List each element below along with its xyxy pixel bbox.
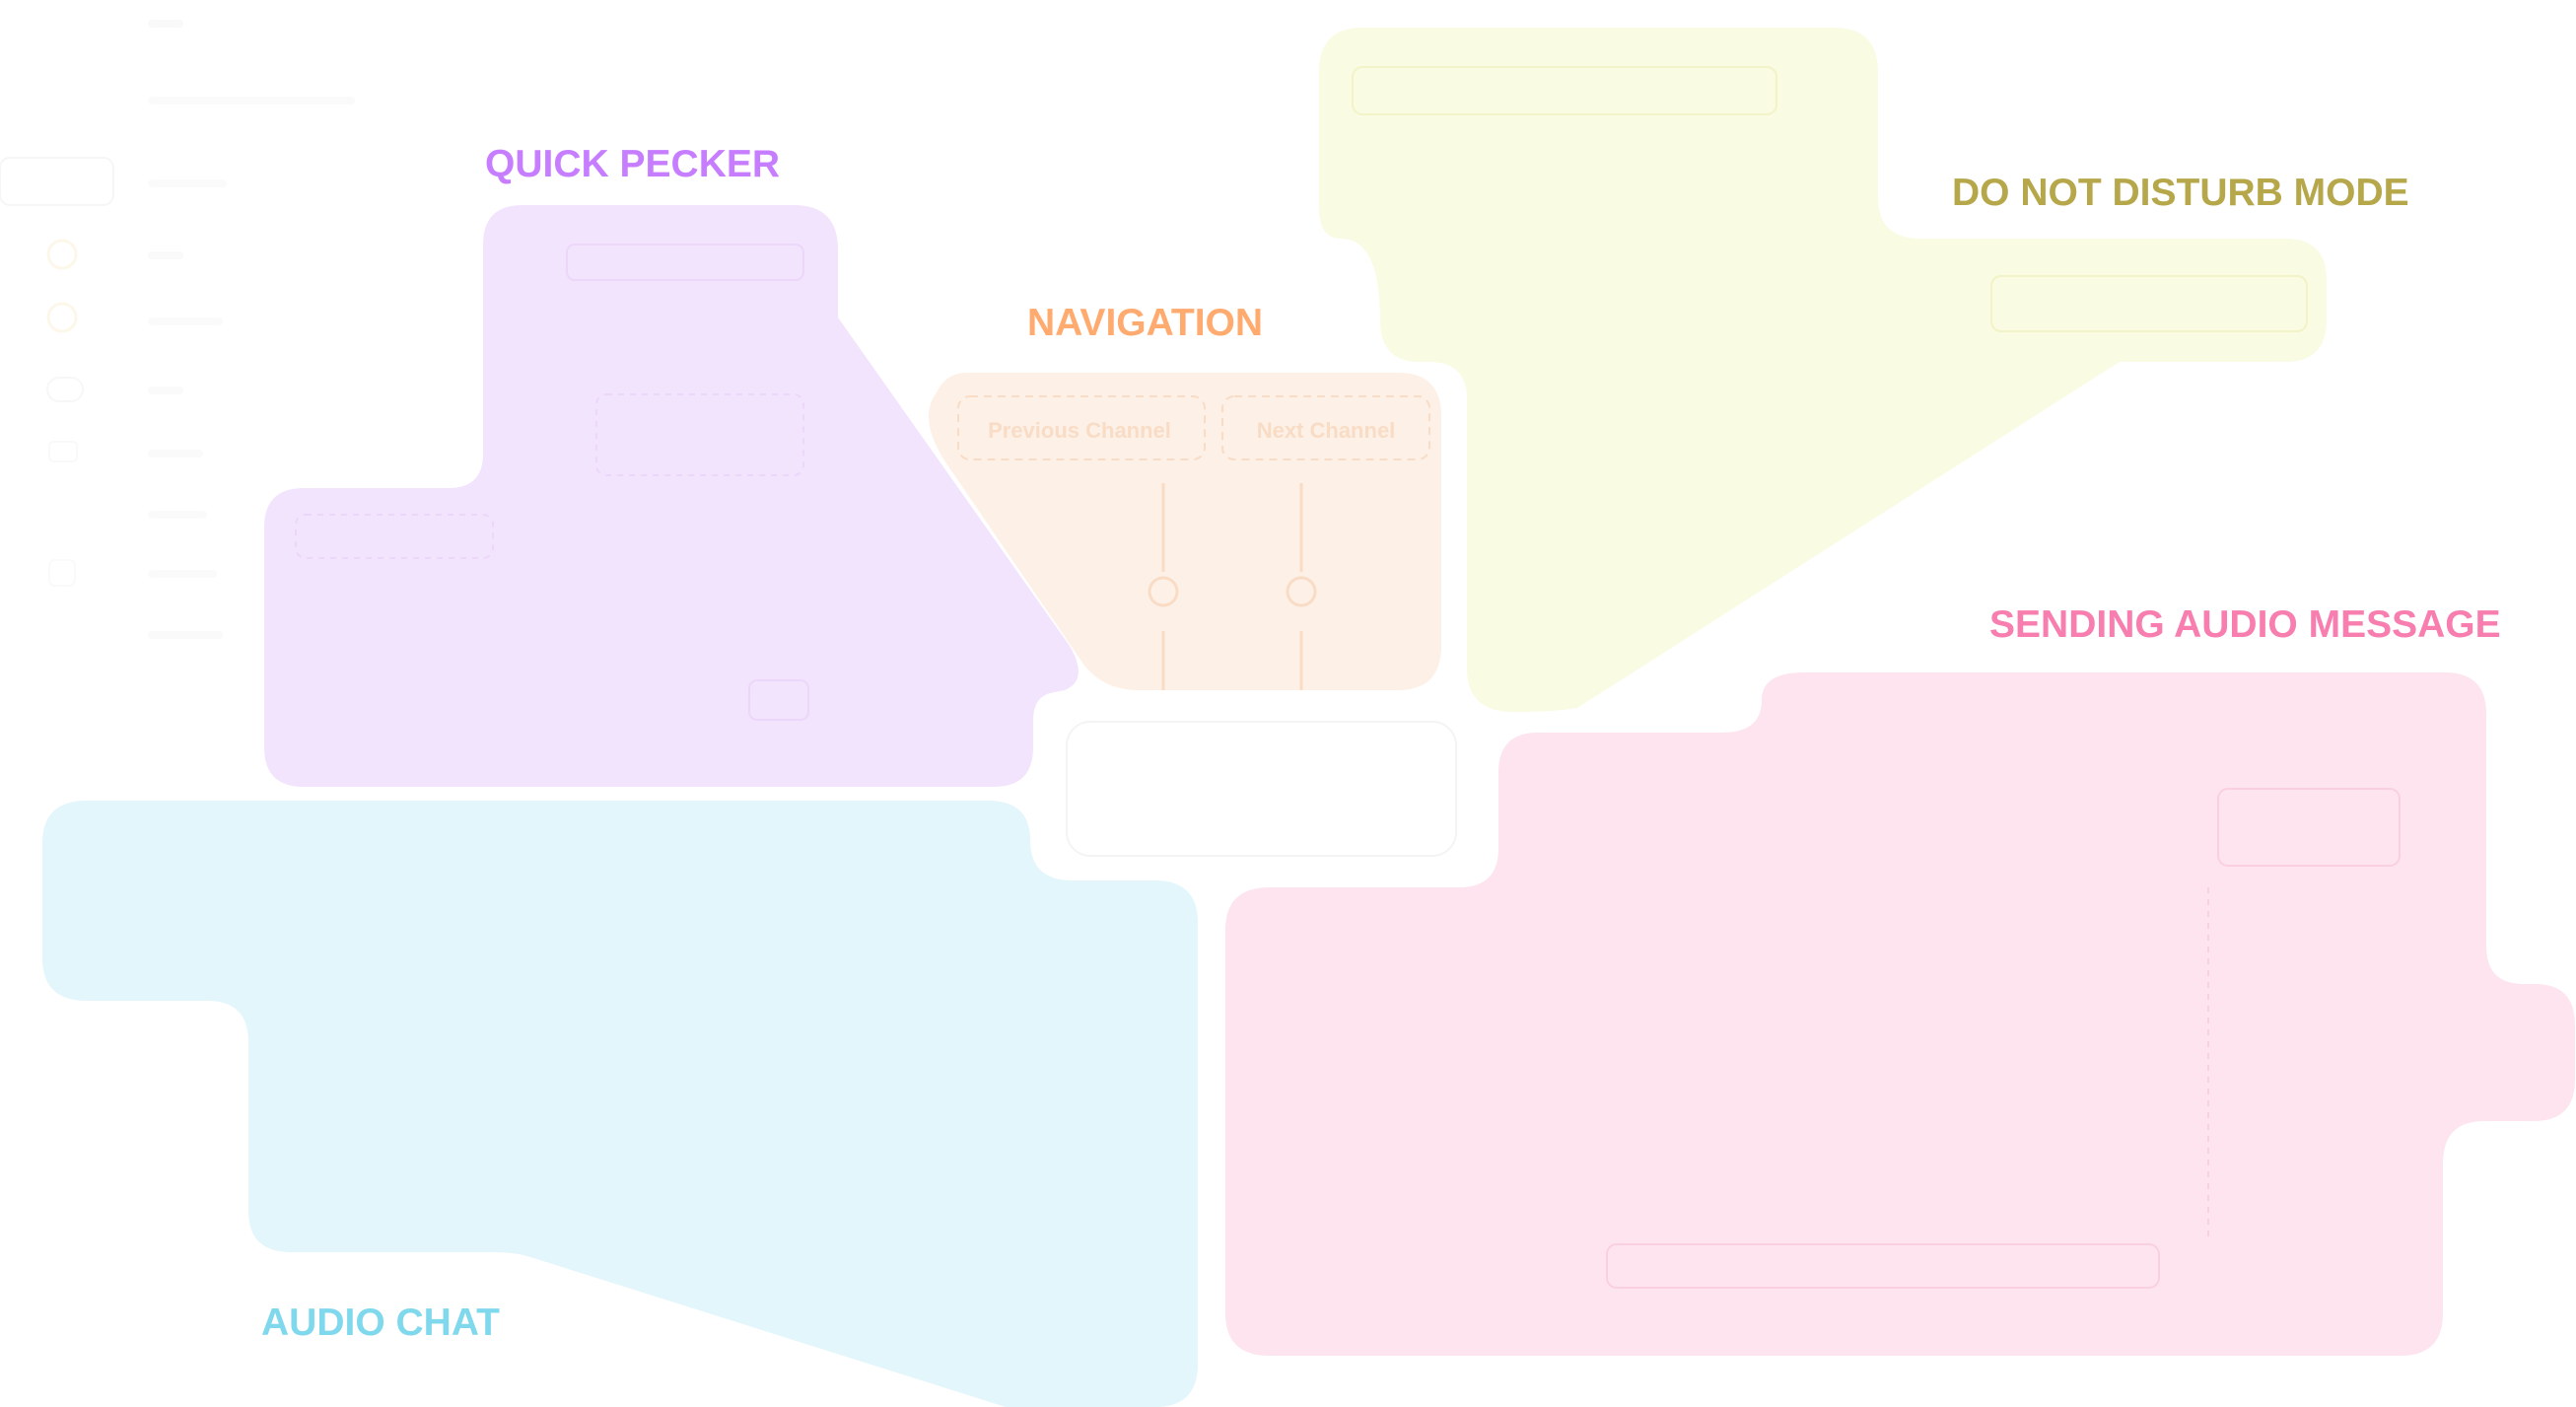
- zone-label-quick-pecker: QUICK PECKER: [485, 143, 780, 185]
- zone-label-do-not-disturb: DO NOT DISTURB MODE: [1952, 172, 2409, 214]
- zone-sending-audio-shape: [1225, 672, 2575, 1356]
- zone-label-navigation: NAVIGATION: [1027, 302, 1263, 344]
- previous-channel-box: [957, 395, 1206, 460]
- zone-audio-chat-shape: [42, 801, 1198, 1407]
- background-center-control: [1066, 721, 1457, 857]
- previous-channel-label: Previous Channel: [988, 418, 1171, 443]
- zone-label-sending-audio: SENDING AUDIO MESSAGE: [1989, 603, 2501, 646]
- sending-audio-faint-contents: [1606, 788, 2401, 1289]
- zone-quick-pecker-shape: [264, 205, 1079, 787]
- dnd-faint-contents: [1352, 66, 2308, 332]
- next-channel-box: [1221, 395, 1430, 460]
- quick-pecker-faint-contents: [295, 244, 809, 721]
- zone-navigation-shape: [929, 373, 1441, 690]
- navigation-faint-contents: [957, 395, 1430, 690]
- zone-label-audio-chat: AUDIO CHAT: [261, 1301, 500, 1344]
- zone-dnd-shape: [1319, 28, 2327, 712]
- next-channel-label: Next Channel: [1257, 418, 1396, 443]
- background-sidebar: [0, 20, 355, 639]
